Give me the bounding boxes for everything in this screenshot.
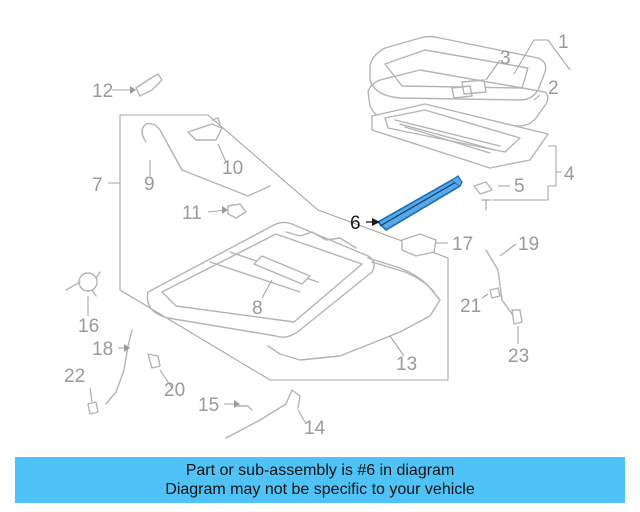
callout-5: 5: [514, 176, 525, 197]
arrow-18: [124, 344, 130, 352]
callout-7: 7: [92, 175, 103, 196]
callout-15: 15: [198, 395, 219, 416]
arrow-12: [130, 86, 136, 94]
part-5-clip: [473, 181, 493, 195]
callout-16: 16: [78, 316, 99, 337]
arrow-15: [234, 400, 240, 408]
part-10-deflector: [187, 117, 223, 141]
part-20-sensor: [147, 353, 161, 369]
part-1-glass: [369, 35, 547, 101]
part-16-motor: [65, 271, 101, 297]
callout-19: 19: [518, 234, 539, 255]
callout-14: 14: [304, 418, 326, 439]
part-12-bracket: [135, 73, 163, 97]
part-13-drain-hose-b: [371, 261, 435, 293]
callout-22: 22: [64, 366, 85, 387]
callout-2: 2: [548, 78, 559, 99]
callout-11: 11: [182, 203, 202, 224]
parts-diagram: 1 2 3 4 5 6 7 8 9 10 11 12 13 14 15 16 1…: [64, 32, 575, 439]
part-11-clip: [227, 203, 247, 219]
part-17-switch: [401, 233, 437, 257]
arrow-6: [372, 218, 380, 226]
callout-3: 3: [500, 48, 511, 69]
callout-1: 1: [558, 32, 569, 53]
callout-23: 23: [508, 346, 529, 367]
arrow-11: [222, 206, 228, 214]
callouts: 1 2 3 4 5 6 7 8 9 10 11 12 13 14 15 16 1…: [64, 32, 575, 439]
part-19-hose: [485, 249, 513, 315]
callout-18: 18: [92, 339, 113, 360]
part-6-rail: [377, 175, 463, 231]
part-21-clamp: [489, 287, 501, 299]
part-18-cable: [105, 329, 133, 405]
callout-10: 10: [222, 158, 243, 179]
part-5-screw: [481, 199, 491, 211]
part-22-bulb: [87, 401, 99, 415]
callout-6: 6: [350, 213, 361, 234]
callout-13: 13: [396, 354, 417, 375]
callout-20: 20: [164, 380, 185, 401]
assembly-frame: [119, 114, 449, 381]
info-banner: Part or sub-assembly is #6 in diagram Di…: [15, 457, 625, 503]
part-8-housing: [146, 221, 375, 338]
banner-line-2: Diagram may not be specific to your vehi…: [165, 481, 475, 498]
callout-21: 21: [460, 296, 481, 317]
callout-9: 9: [144, 174, 155, 195]
callout-12: 12: [92, 81, 113, 102]
part-14-bracket: [225, 389, 301, 439]
part-23-nipple: [511, 309, 523, 325]
part-15-screw: [237, 405, 253, 411]
callout-17: 17: [452, 234, 473, 255]
banner-line-1: Part or sub-assembly is #6 in diagram: [185, 462, 455, 479]
callout-8: 8: [252, 298, 263, 319]
part-4-sunshade: [371, 103, 549, 169]
callout-4: 4: [564, 164, 575, 185]
part-9-rail: [141, 122, 271, 197]
